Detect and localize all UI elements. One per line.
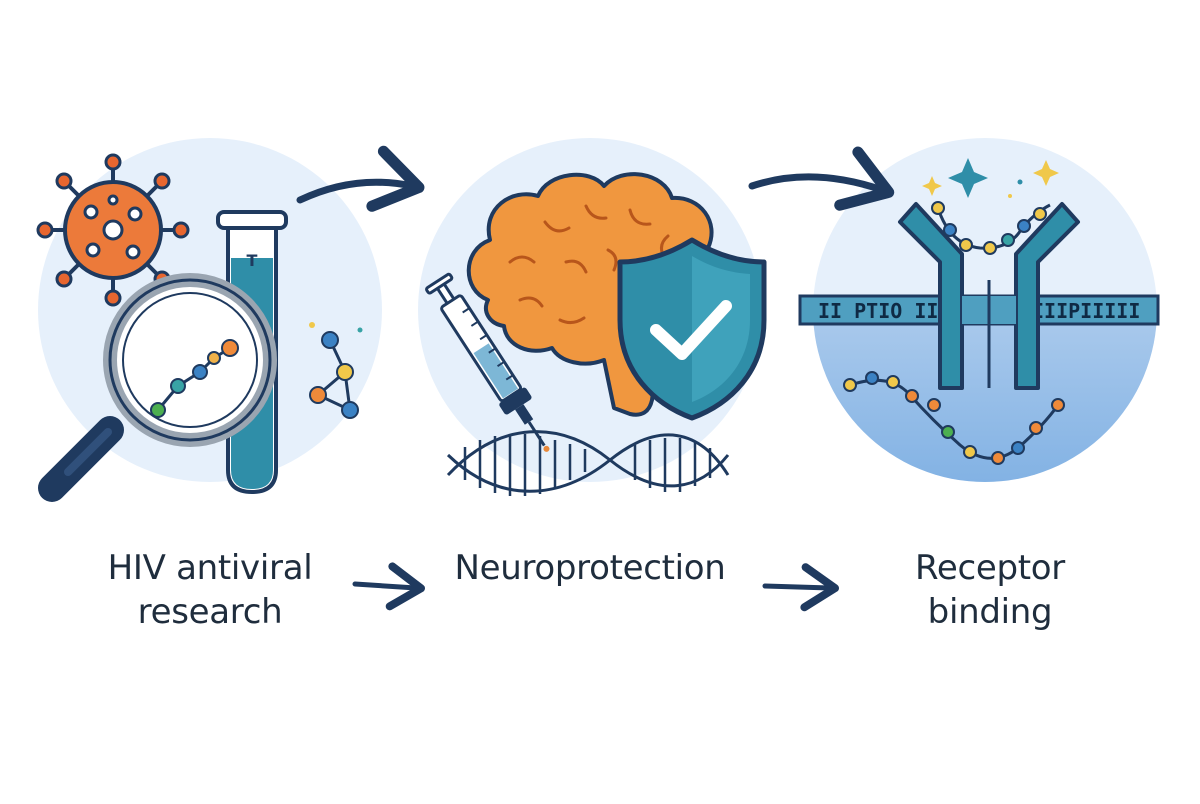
shield-check-icon xyxy=(617,237,767,421)
step-3-label-line-1: Receptor xyxy=(915,548,1065,588)
step-1-label-line-2: research xyxy=(137,592,283,632)
sparkle-icon xyxy=(922,158,1059,198)
step-1-illustration: T xyxy=(36,138,382,502)
magnifying-glass-icon xyxy=(38,273,277,502)
step-2-illustration xyxy=(418,138,767,496)
step-2-label: Neuroprotection xyxy=(440,546,740,590)
label-arrow-2-to-3 xyxy=(762,563,839,612)
curved-arrow-1-to-2 xyxy=(296,145,425,212)
test-tube-letter: T xyxy=(247,251,258,270)
syringe-icon xyxy=(425,272,550,452)
step-2-label-line-1: Neuroprotection xyxy=(454,548,726,588)
intracellular-chain xyxy=(843,371,1065,465)
molecule-icon xyxy=(309,322,363,419)
virus-icon xyxy=(36,153,190,307)
step-1-label-line-1: HIV antiviral xyxy=(107,548,313,588)
ligand-chain xyxy=(931,201,1051,255)
membrane-label-right: IIIPIIIII xyxy=(1032,299,1140,323)
step-3-label: Receptor binding xyxy=(880,546,1100,634)
label-arrow-1-to-2 xyxy=(352,562,425,611)
step-3-illustration: II PTIO II IT IIIPIIIII xyxy=(798,138,1160,482)
dna-icon xyxy=(446,430,730,496)
receptor-antibody-icon xyxy=(898,202,1080,390)
step-3-label-line-2: binding xyxy=(927,592,1053,632)
curved-arrow-2-to-3 xyxy=(748,146,895,211)
step-1-label: HIV antiviral research xyxy=(80,546,340,634)
